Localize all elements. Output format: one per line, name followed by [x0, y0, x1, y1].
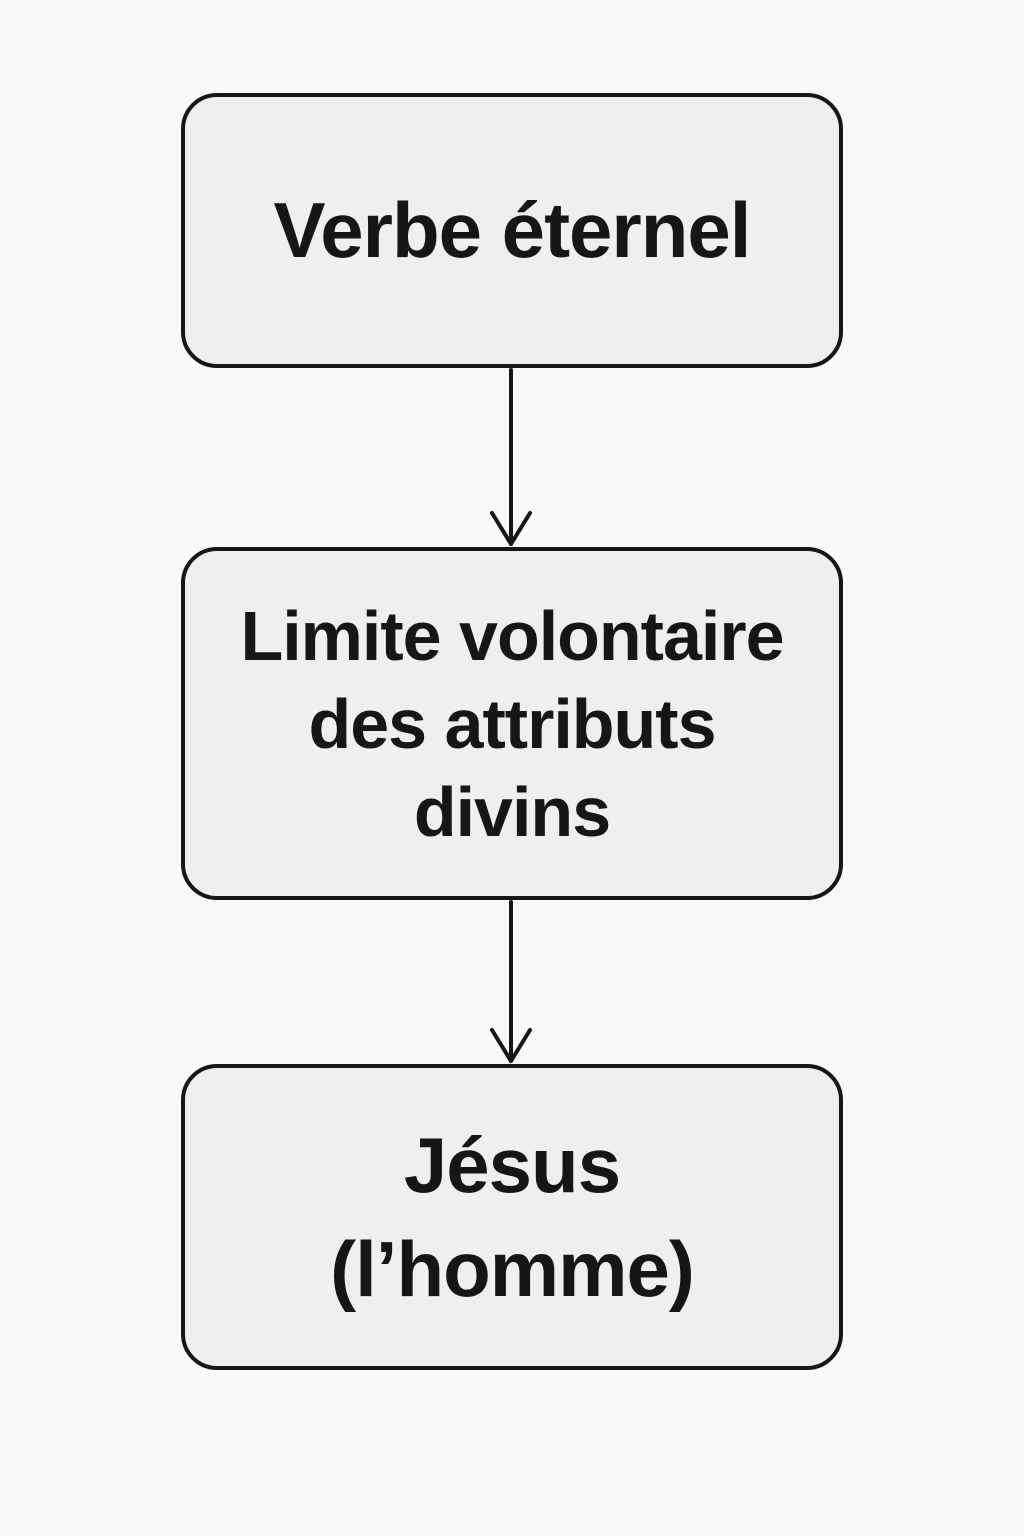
- arrow-verbe-to-limite: [490, 368, 532, 546]
- node-verbe-eternel: Verbe éternel: [181, 93, 843, 368]
- node-jesus: Jésus (l’homme): [181, 1064, 843, 1370]
- node-label: Jésus (l’homme): [330, 1121, 695, 1313]
- node-label: Limite volontaire des attributs divins: [240, 596, 784, 851]
- arrow-head-icon: [490, 1028, 532, 1063]
- node-label: Verbe éternel: [273, 185, 752, 274]
- arrow-head-icon: [490, 511, 532, 546]
- arrow-limite-to-jesus: [490, 900, 532, 1063]
- node-limite-volontaire: Limite volontaire des attributs divins: [181, 547, 843, 900]
